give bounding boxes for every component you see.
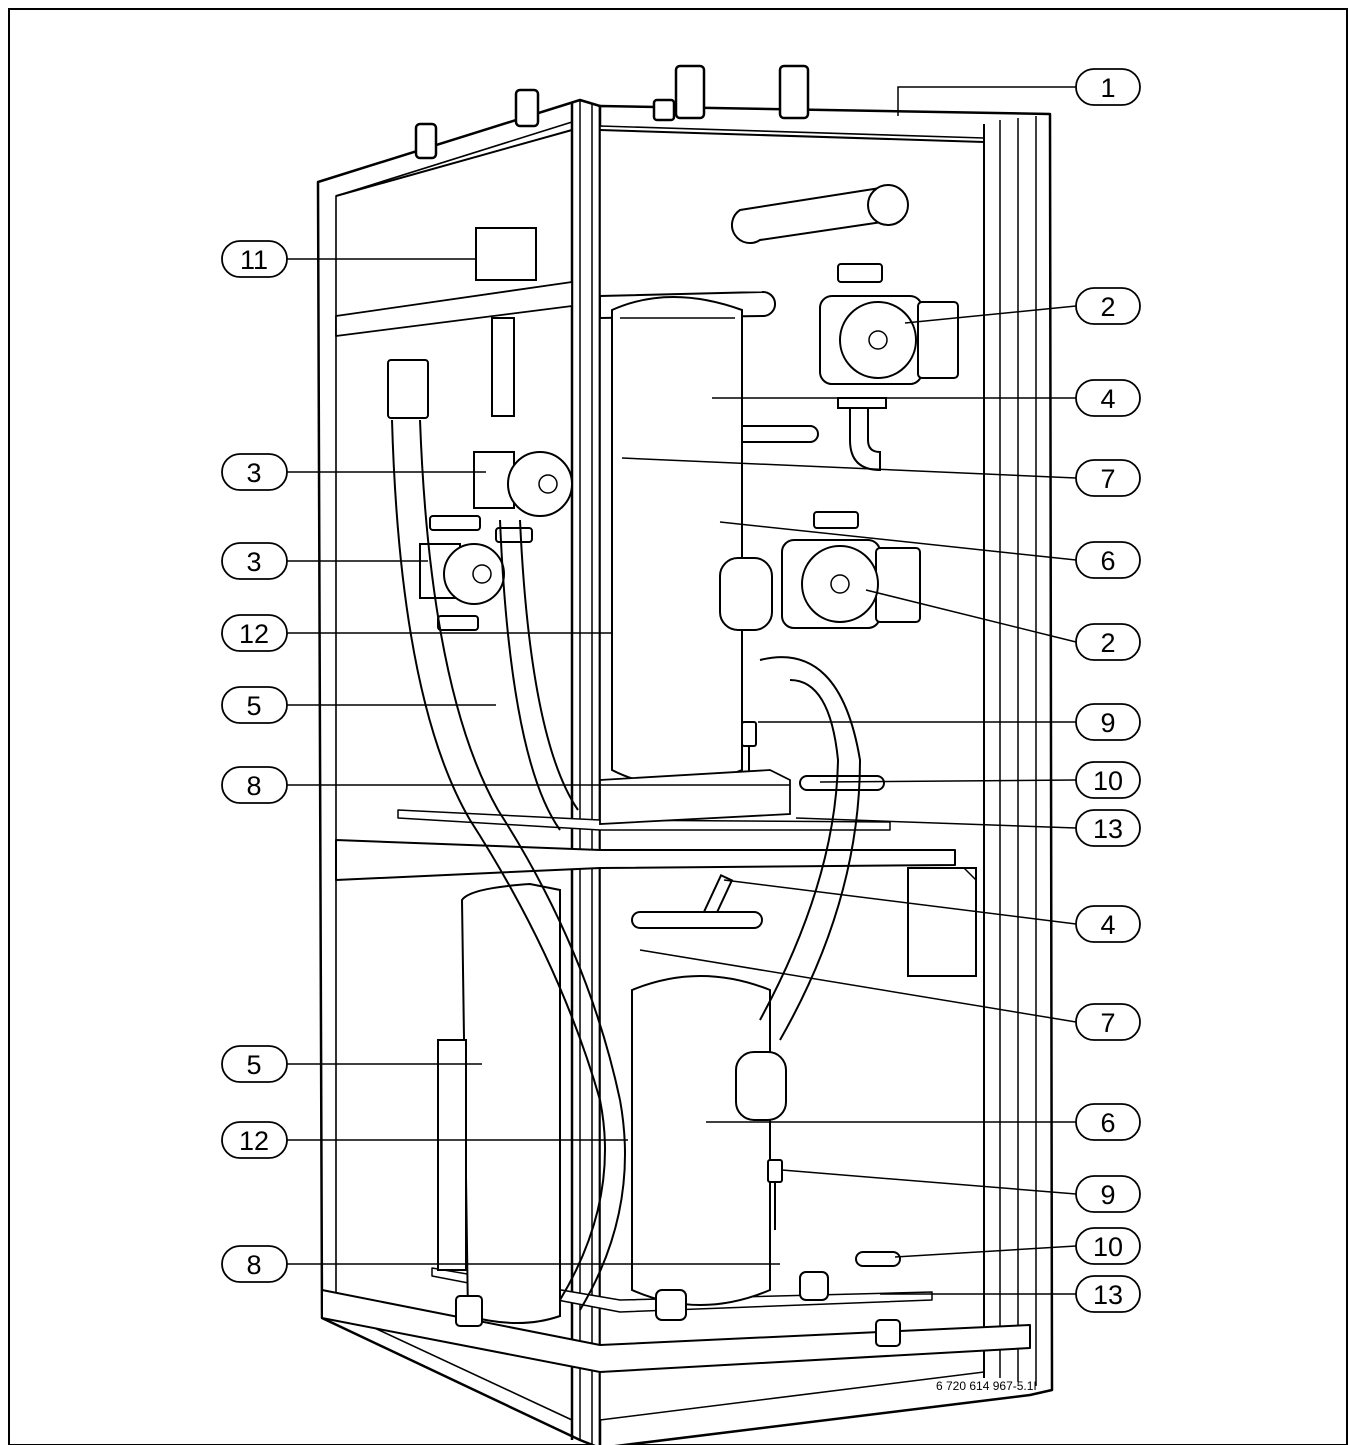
- callout-label: 4: [1100, 910, 1115, 940]
- callout-label: 6: [1100, 546, 1115, 576]
- leader-lines: [287, 86, 1077, 1295]
- callout-label: 7: [1100, 464, 1115, 494]
- callout-label: 2: [1100, 628, 1115, 658]
- callout-label: 10: [1093, 766, 1123, 796]
- callout-label: 8: [246, 1250, 261, 1280]
- upper-compressor: [599, 296, 921, 825]
- callout-5: 5: [221, 686, 288, 724]
- callout-4: 4: [1075, 379, 1141, 417]
- callout-2: 2: [1075, 287, 1141, 325]
- callout-5: 5: [221, 1045, 288, 1083]
- callout-12: 12: [221, 1121, 288, 1159]
- figure-border: [8, 8, 1348, 1445]
- callout-6: 6: [1075, 1103, 1141, 1141]
- callout-7: 7: [1075, 459, 1141, 497]
- callout-13: 13: [1075, 1275, 1141, 1313]
- callout-label: 8: [246, 771, 261, 801]
- callout-6: 6: [1075, 541, 1141, 579]
- callout-12: 12: [221, 614, 288, 652]
- callout-label: 5: [246, 691, 261, 721]
- callout-label: 13: [1093, 1280, 1123, 1310]
- callout-label: 13: [1093, 814, 1123, 844]
- callout-10: 10: [1075, 1227, 1141, 1265]
- top-pipe-stubs: [414, 64, 810, 160]
- callout-label: 12: [239, 619, 269, 649]
- callout-7: 7: [1075, 1003, 1141, 1041]
- callout-11: 11: [221, 240, 288, 278]
- lower-components: [437, 867, 977, 1347]
- callouts: 1 2 4 7 6 2 9 10 13 4 7 6 9 10 13 11 3 3…: [221, 68, 1141, 1313]
- callout-label: 10: [1093, 1232, 1123, 1262]
- callout-label: 2: [1100, 292, 1115, 322]
- callout-8: 8: [221, 766, 288, 804]
- callout-label: 3: [246, 458, 261, 488]
- callout-label: 3: [246, 547, 261, 577]
- document-id: 6 720 614 967-5.1I: [936, 1379, 1037, 1393]
- callout-label: 11: [240, 245, 268, 275]
- callout-label: 7: [1100, 1008, 1115, 1038]
- callout-9: 9: [1075, 703, 1141, 741]
- callout-3: 3: [221, 542, 288, 580]
- callout-label: 4: [1100, 384, 1115, 414]
- callout-3: 3: [221, 453, 288, 491]
- callout-label: 6: [1100, 1108, 1115, 1138]
- callout-2: 2: [1075, 623, 1141, 661]
- callout-label: 12: [239, 1126, 269, 1156]
- callout-13: 13: [1075, 809, 1141, 847]
- hoses: [391, 419, 862, 1311]
- callout-4: 4: [1075, 905, 1141, 943]
- callout-label: 9: [1100, 1180, 1115, 1210]
- callout-8: 8: [221, 1245, 288, 1283]
- callout-label: 9: [1100, 708, 1115, 738]
- callout-label: 5: [246, 1050, 261, 1080]
- callout-10: 10: [1075, 761, 1141, 799]
- callout-9: 9: [1075, 1175, 1141, 1213]
- callout-label: 1: [1100, 73, 1115, 103]
- callout-1: 1: [1075, 68, 1141, 106]
